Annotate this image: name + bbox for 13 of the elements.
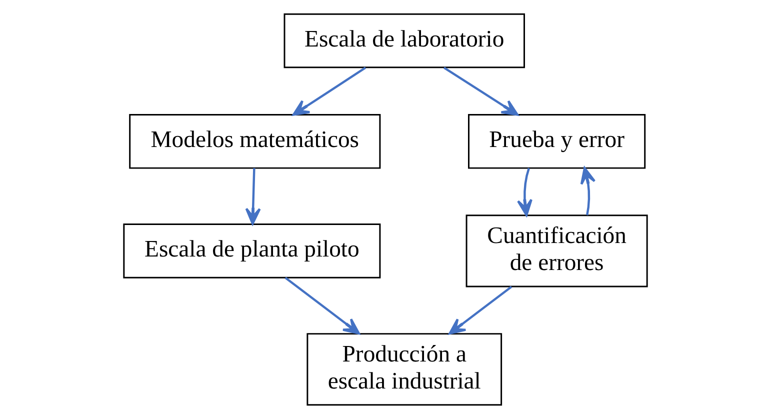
node-box: Escala de laboratorio: [284, 13, 525, 68]
arrow: [284, 276, 360, 334]
node-box: Modelos matemáticos: [129, 114, 381, 169]
node-box: Producción a escala industrial: [306, 333, 502, 406]
node-box: Cuantificación de errores: [466, 214, 648, 288]
arrow: [443, 66, 518, 116]
arrow: [580, 167, 596, 216]
arrow: [245, 168, 261, 225]
node-box: Prueba y error: [468, 114, 646, 169]
arrow: [292, 66, 366, 116]
arrow: [517, 168, 532, 216]
node-box: Escala de planta piloto: [123, 224, 381, 278]
arrow: [448, 286, 512, 335]
